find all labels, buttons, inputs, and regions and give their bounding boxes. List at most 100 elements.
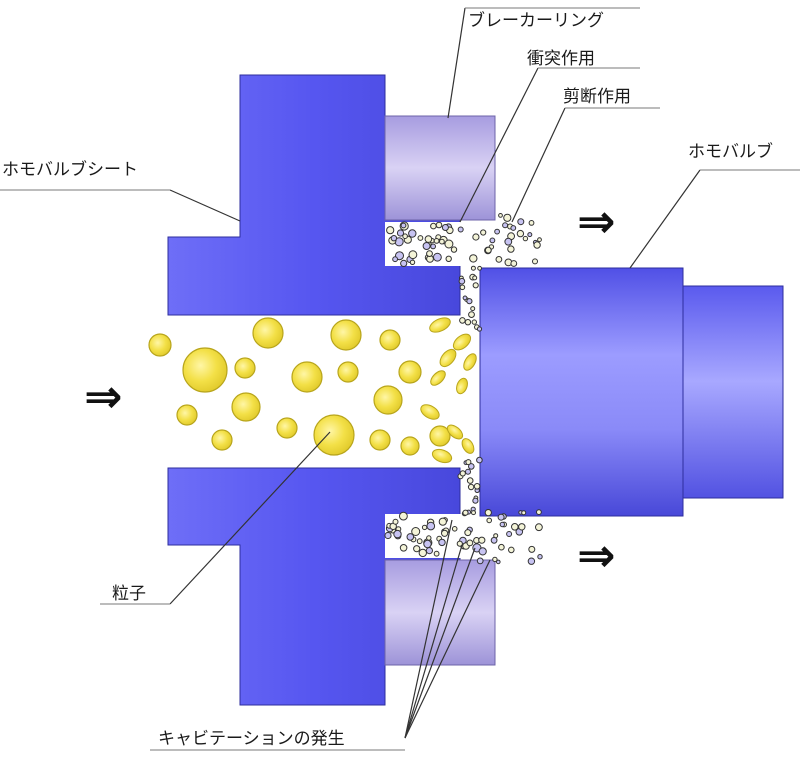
cavitation-bubble [471, 510, 476, 516]
cavitation-bubble [466, 539, 474, 547]
particles [148, 317, 477, 464]
cavitation-bubble [486, 517, 493, 524]
cavitation-bubble [469, 254, 478, 263]
cavitation-bubble [473, 483, 481, 490]
cavitation-bubble [472, 233, 480, 241]
cavitation-bubble [426, 521, 436, 531]
cavitation-bubble [472, 282, 479, 289]
cavitation-bubble [433, 238, 440, 244]
deformed-particle [456, 377, 468, 395]
cavitation-bubble [458, 277, 466, 285]
cavitation-bubble [470, 265, 476, 271]
cavitation-bubble [393, 529, 402, 539]
deformed-particle [420, 404, 440, 420]
cavitation-bubble [502, 222, 509, 229]
cavitation-bubble [468, 463, 475, 470]
cavitation-bubble [392, 256, 399, 263]
cavitation-bubble [498, 213, 503, 218]
cavitation-bubble [527, 557, 536, 565]
cavitation-bubble [424, 235, 433, 243]
cavitation-bubble [399, 511, 408, 521]
particle [373, 385, 403, 415]
deformed-particle [446, 424, 464, 440]
cavitation-bubble [527, 232, 533, 238]
cavitation-bubble [426, 535, 432, 541]
cavitation-bubble [457, 226, 464, 233]
cavitation-bubble [470, 306, 476, 312]
cavitation-bubble [489, 237, 496, 244]
cavitation-bubble [536, 509, 542, 515]
cavitation-bubble [510, 225, 517, 231]
particle [400, 436, 420, 456]
cavitation-bubble [522, 235, 529, 242]
cavitation-bubble [537, 237, 542, 243]
cavitation-bubble [484, 508, 492, 517]
particle [313, 414, 355, 456]
cavitation-bubble [406, 533, 415, 541]
particle [231, 392, 261, 422]
deformed-particle [431, 448, 453, 464]
particle [176, 404, 198, 426]
cavitation-bubble [417, 235, 424, 241]
cavitation-bubble [495, 256, 503, 263]
cavitation-bubble [433, 550, 440, 557]
cavitation-bubble [396, 229, 405, 237]
label-cavitation: キャビテーションの発生 [158, 729, 345, 749]
label-breaker-ring: ブレーカーリング [468, 10, 604, 31]
cavitation-bubble [418, 548, 427, 558]
particle [211, 429, 233, 451]
cavitation-bubble [409, 259, 416, 265]
cavitation-bubble [537, 554, 543, 560]
particle [369, 429, 391, 451]
leader-lines [0, 7, 800, 751]
cavitation-bubble [472, 275, 478, 281]
cavitation-bubble [493, 533, 499, 539]
deformed-particle [439, 348, 457, 368]
deformed-particle [430, 370, 446, 386]
cavitation-bubble [441, 529, 449, 537]
cavitation-bubble [426, 250, 433, 258]
valve-stem [682, 285, 784, 499]
cavitation-bubble [472, 497, 479, 504]
cavitation-bubble [430, 222, 437, 230]
cavitation-bubble [421, 524, 428, 531]
label-shear-action: 剪断作用 [563, 87, 631, 107]
cavitation-bubble [484, 246, 492, 254]
cavitation-bubble [468, 311, 475, 319]
particle [330, 319, 362, 351]
cavitation-bubble [408, 229, 417, 238]
particle [234, 357, 256, 379]
cavitation-bubble [477, 265, 483, 271]
cavitation-bubble [425, 547, 433, 555]
cavitation-bubble [465, 468, 471, 475]
cavitation-bubble [518, 523, 526, 531]
cavitation-bubble [400, 222, 407, 229]
cavitation-bubble [467, 483, 475, 491]
deformed-particle [461, 438, 475, 454]
cavitation-bubble [533, 241, 541, 249]
cavitation-bubble [462, 295, 468, 301]
cavitation-bubble [528, 220, 535, 226]
cavitation-bubble [433, 252, 442, 262]
cavitation-bubble [435, 221, 443, 229]
particle [148, 333, 172, 357]
cavitation-bubble [445, 255, 452, 262]
cavitation-bubble [508, 546, 515, 554]
cavitation-bubble [459, 470, 466, 477]
cavitation-bubble [480, 229, 487, 236]
cavitation-bubble [451, 526, 458, 532]
cavitation-bubble [466, 477, 474, 484]
particle [337, 361, 359, 383]
particle [291, 361, 323, 393]
cavitation-bubble [471, 319, 477, 325]
cavitation-bubble [423, 539, 432, 549]
cavitation-bubble [438, 538, 446, 547]
cavitation-bubble [408, 250, 418, 260]
deformed-particle [452, 333, 472, 351]
cavitation-bubble [422, 242, 431, 250]
particle [182, 347, 228, 393]
cavitation-bubble [416, 538, 423, 545]
cavitation-bubble [511, 523, 519, 531]
outlet-bottom-flow-arrow-icon: ⇒ [577, 528, 616, 582]
